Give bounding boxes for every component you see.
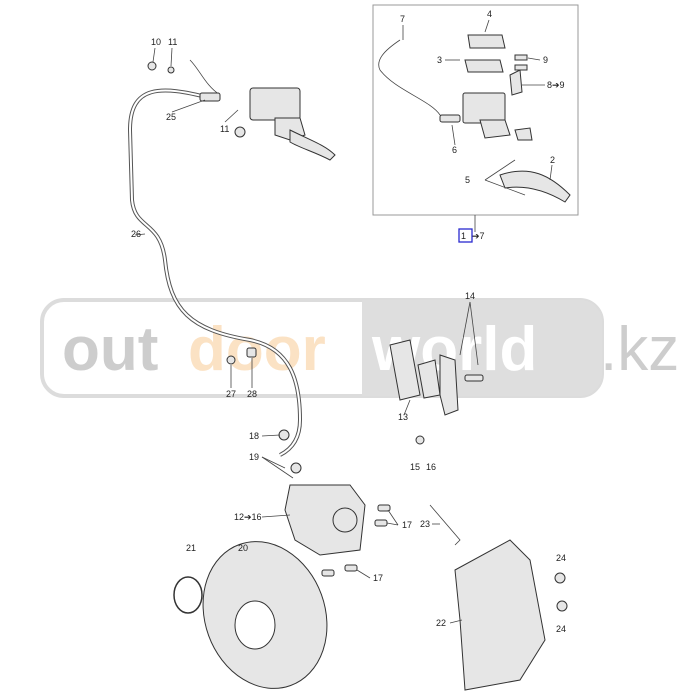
brake-hose [127,88,303,457]
callout-1: 1 [461,231,466,241]
callout-16: 16 [426,462,436,472]
watermark-door: door [188,315,326,384]
watermark-kz: .kz [600,315,679,384]
callout-12-16: 12➔16 [234,512,262,522]
callout-24: 24 [556,553,566,563]
watermark-logo: out door world .kz [40,298,679,398]
callout-23: 23 [420,519,430,529]
hose-clamp-parts [226,347,257,365]
callout-3: 3 [437,55,442,65]
callout-7: 7 [400,14,405,24]
callout-8-9: 8➔9 [547,80,565,90]
brake-caliper [278,429,425,577]
detail-inset-box [372,4,579,216]
callout-11: 11 [220,124,229,134]
watermark-out: out [62,315,158,384]
callout-labels: 10 11 25 11 7 4 3 9 8➔9 6 5 2 1 ➔7 26 27… [131,9,566,634]
leader-lines [134,19,553,624]
callout-20: 20 [238,543,248,553]
brake-pads [389,339,484,416]
callout-9: 9 [543,55,548,65]
brake-disc [173,541,328,689]
callout-2: 2 [550,155,555,165]
callout-19: 19 [249,452,259,462]
callout-13: 13 [398,412,408,422]
callout-17: 17 [402,520,412,530]
callout-25: 25 [166,112,176,122]
callout-26: 26 [131,229,141,239]
callout-27: 27 [226,389,236,399]
callout-28: 28 [247,389,257,399]
callout-24: 24 [556,624,566,634]
callout-14: 14 [465,291,475,301]
callout-4: 4 [487,9,492,19]
master-cylinder [147,59,336,161]
callout-21: 21 [186,543,196,553]
highlight-box [458,228,473,243]
callout-18: 18 [249,431,259,441]
o-ring [173,576,203,614]
callout-5: 5 [465,175,470,185]
callout-10: 10 [151,37,161,47]
callout-22: 22 [436,618,446,628]
callout-1-7: ➔7 [472,231,485,241]
callout-15: 15 [410,462,420,472]
disc-guard [429,504,568,691]
inset-master-cylinder [378,34,571,203]
callout-17: 17 [373,573,383,583]
callout-11: 11 [168,37,177,47]
callout-6: 6 [452,145,457,155]
